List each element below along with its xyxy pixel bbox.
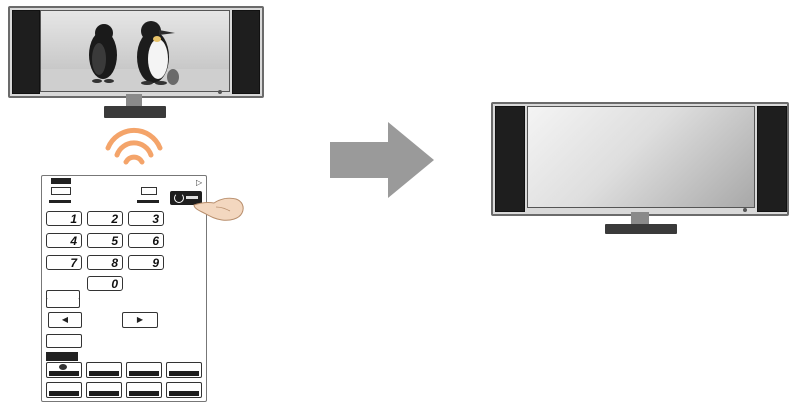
keypad-button-8[interactable]: 8 xyxy=(87,255,123,270)
tv-on-right-speaker xyxy=(232,10,260,94)
grid-button-3[interactable] xyxy=(126,362,162,378)
grid-button-1[interactable] xyxy=(46,362,82,378)
right-arrow-icon xyxy=(330,122,436,198)
grid-button-2-bar xyxy=(89,371,119,376)
grid-button-2[interactable] xyxy=(86,362,122,378)
left-arrow-icon: ◀ xyxy=(62,315,68,324)
remote-top-bar-left xyxy=(49,200,71,203)
remote-top-label-left-2 xyxy=(51,187,71,195)
tv-on-power-led xyxy=(218,90,222,94)
keypad-button-6[interactable]: 6 xyxy=(128,233,164,248)
remote-section-tab xyxy=(46,352,78,361)
signal-wave-middle xyxy=(117,143,151,155)
grid-button-6-bar xyxy=(89,391,119,396)
remote-arrow-icon: ▷ xyxy=(196,178,202,187)
keypad-button-0[interactable]: 0 xyxy=(87,276,123,291)
grid-button-7[interactable] xyxy=(126,382,162,398)
tv-on-screen xyxy=(40,10,230,92)
grid-button-5-bar xyxy=(49,391,79,396)
left-arrow-button[interactable]: ◀ xyxy=(48,312,82,328)
power-icon xyxy=(174,193,184,203)
penguin-chick xyxy=(167,69,179,85)
penguins-image xyxy=(41,11,229,91)
keypad-button-5[interactable]: 5 xyxy=(87,233,123,248)
grid-button-8[interactable] xyxy=(166,382,202,398)
grid-button-3-bar xyxy=(129,371,159,376)
remote-button-lower-left[interactable] xyxy=(46,334,82,348)
remote-top-label-left xyxy=(51,178,71,184)
tv-on-stand-neck xyxy=(126,94,142,106)
tv-off-stand-neck xyxy=(631,212,649,224)
tv-on xyxy=(8,6,264,118)
right-arrow-icon: ▶ xyxy=(137,315,143,324)
grid-button-5[interactable] xyxy=(46,382,82,398)
signal-wave-inner xyxy=(126,157,142,162)
grid-button-1-bar xyxy=(49,371,79,376)
keypad-button-1[interactable]: 1 xyxy=(46,211,82,226)
tv-off-right-speaker xyxy=(757,106,787,212)
keypad-button-9[interactable]: 9 xyxy=(128,255,164,270)
remote-button-left-label[interactable] xyxy=(46,298,80,308)
tv-off xyxy=(491,102,789,234)
keypad-button-7[interactable]: 7 xyxy=(46,255,82,270)
grid-button-6[interactable] xyxy=(86,382,122,398)
tv-on-left-speaker xyxy=(12,10,40,94)
tv-off-left-speaker xyxy=(495,106,525,212)
pointing-hand-icon xyxy=(192,193,246,223)
grid-button-4[interactable] xyxy=(166,362,202,378)
tv-on-stand-base xyxy=(104,106,166,118)
right-arrow-button[interactable]: ▶ xyxy=(122,312,158,328)
remote-control: ▷ 1 2 3 4 5 6 7 8 9 0 ◀ ▶ xyxy=(41,175,207,402)
signal-waves-icon xyxy=(102,124,166,166)
keypad-button-3[interactable]: 3 xyxy=(128,211,164,226)
grid-button-1-icon xyxy=(59,364,67,370)
remote-top-label-right xyxy=(141,187,157,195)
keypad-button-2[interactable]: 2 xyxy=(87,211,123,226)
tv-off-screen xyxy=(527,106,755,208)
grid-button-7-bar xyxy=(129,391,159,396)
grid-button-8-bar xyxy=(169,391,199,396)
keypad-button-4[interactable]: 4 xyxy=(46,233,82,248)
grid-button-4-bar xyxy=(169,371,199,376)
remote-top-bar-right xyxy=(137,200,159,203)
tv-off-power-led xyxy=(743,208,747,212)
tv-off-stand-base xyxy=(605,224,677,234)
